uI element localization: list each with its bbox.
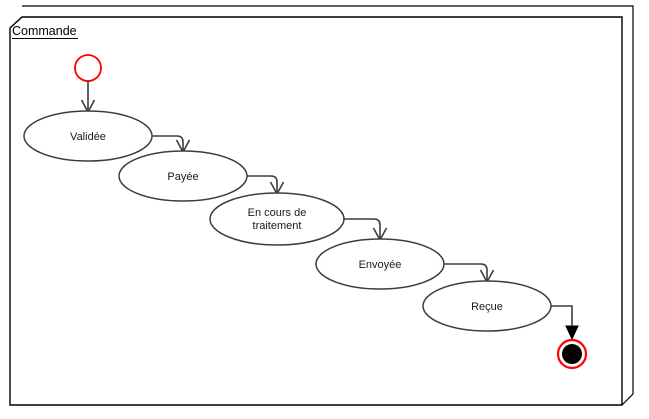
state-label-validee: Validée: [70, 131, 106, 143]
initial-state-node[interactable]: [74, 54, 102, 82]
state-node-recue[interactable]: Reçue: [422, 280, 552, 332]
frame-title: Commande: [12, 24, 77, 38]
state-label-recue: Reçue: [471, 301, 503, 313]
state-node-envoyee[interactable]: Envoyée: [315, 238, 445, 290]
transition-recue-to-final[interactable]: [551, 305, 579, 341]
state-node-payee[interactable]: Payée: [118, 150, 248, 202]
final-state-node[interactable]: [556, 338, 588, 370]
state-label-envoyee: Envoyée: [359, 259, 402, 271]
state-label-encours-line2: traitement: [253, 220, 302, 232]
state-label-payee: Payée: [167, 171, 198, 183]
state-node-encours[interactable]: En cours de traitement: [209, 192, 345, 246]
state-node-validee[interactable]: Validée: [23, 110, 153, 162]
frame-shadow-edge: [22, 5, 634, 406]
state-label-encours-line1: En cours de: [248, 207, 307, 219]
